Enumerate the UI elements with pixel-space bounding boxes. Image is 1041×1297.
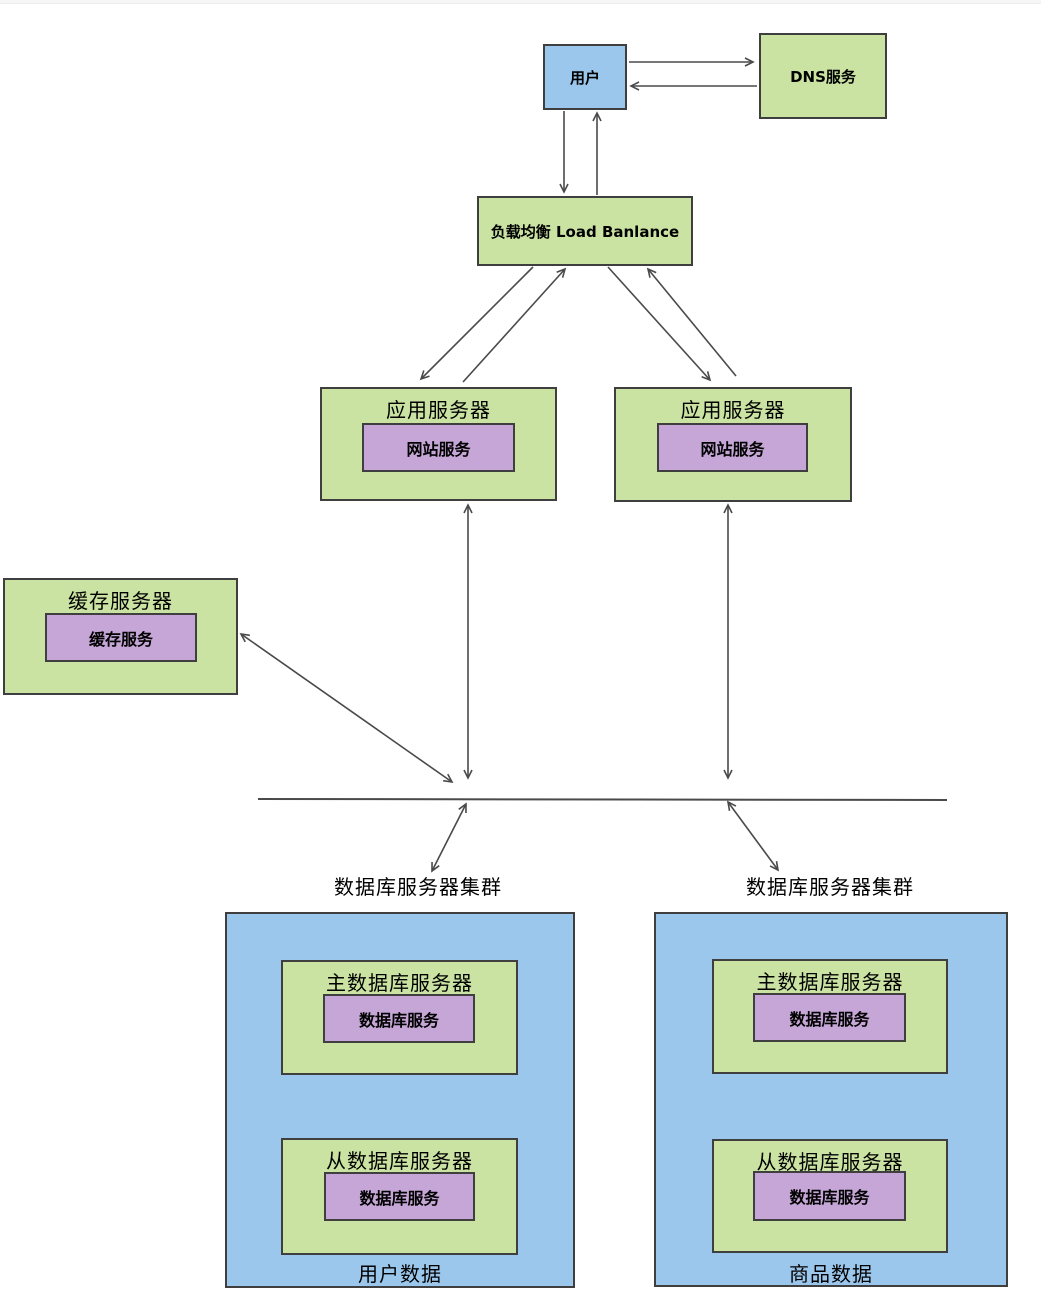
cache-server-title: 缓存服务器 bbox=[68, 589, 173, 613]
db-cluster-left-label: 数据库服务器集群 bbox=[334, 875, 502, 899]
arrow-bus-cluster-left bbox=[431, 802, 467, 873]
page-top-edge bbox=[0, 0, 1041, 4]
db-slave-right-service: 数据库服务 bbox=[753, 1171, 906, 1221]
app-server-1-node: 应用服务器 网站服务 bbox=[320, 387, 557, 501]
arrow-bus-cluster-right bbox=[726, 800, 780, 872]
dns-node: DNS服务 bbox=[759, 33, 887, 119]
db-cluster-right-data-label: 商品数据 bbox=[789, 1262, 873, 1286]
app-server-2-service: 网站服务 bbox=[657, 423, 808, 472]
db-slave-left-title: 从数据库服务器 bbox=[326, 1149, 473, 1173]
db-cluster-left-data-label: 用户数据 bbox=[358, 1262, 442, 1286]
db-slave-left-service: 数据库服务 bbox=[324, 1172, 475, 1221]
arrow-app2-to-loadbalancer bbox=[646, 267, 737, 377]
arrow-loadbalancer-to-app1 bbox=[419, 266, 534, 381]
user-node: 用户 bbox=[543, 44, 627, 110]
app-server-1-title: 应用服务器 bbox=[386, 398, 491, 422]
db-cluster-right-label: 数据库服务器集群 bbox=[746, 875, 914, 899]
db-master-left-node: 主数据库服务器 数据库服务 bbox=[281, 960, 518, 1075]
db-master-left-title: 主数据库服务器 bbox=[326, 971, 473, 995]
db-master-right-service: 数据库服务 bbox=[753, 993, 906, 1042]
load-balancer-node: 负载均衡 Load Banlance bbox=[477, 196, 693, 266]
db-master-right-title: 主数据库服务器 bbox=[756, 970, 904, 994]
db-cluster-right-node: 主数据库服务器 数据库服务 从数据库服务器 数据库服务 商品数据 bbox=[654, 912, 1008, 1287]
arrow-cache-bus bbox=[239, 632, 454, 784]
db-slave-left-node: 从数据库服务器 数据库服务 bbox=[281, 1138, 518, 1255]
db-slave-right-title: 从数据库服务器 bbox=[756, 1150, 904, 1174]
arrow-loadbalancer-to-app2 bbox=[607, 266, 712, 382]
db-cluster-left-node: 主数据库服务器 数据库服务 从数据库服务器 数据库服务 用户数据 bbox=[225, 912, 575, 1288]
db-master-left-service: 数据库服务 bbox=[323, 994, 475, 1043]
app-server-2-node: 应用服务器 网站服务 bbox=[614, 387, 852, 502]
bus-line bbox=[257, 798, 948, 801]
db-slave-right-node: 从数据库服务器 数据库服务 bbox=[712, 1139, 948, 1253]
db-master-right-node: 主数据库服务器 数据库服务 bbox=[712, 959, 948, 1074]
cache-server-node: 缓存服务器 缓存服务 bbox=[3, 578, 238, 695]
cache-server-service: 缓存服务 bbox=[45, 613, 197, 662]
arrow-app1-to-loadbalancer bbox=[462, 267, 567, 383]
app-server-2-title: 应用服务器 bbox=[680, 398, 786, 422]
app-server-1-service: 网站服务 bbox=[362, 423, 515, 472]
